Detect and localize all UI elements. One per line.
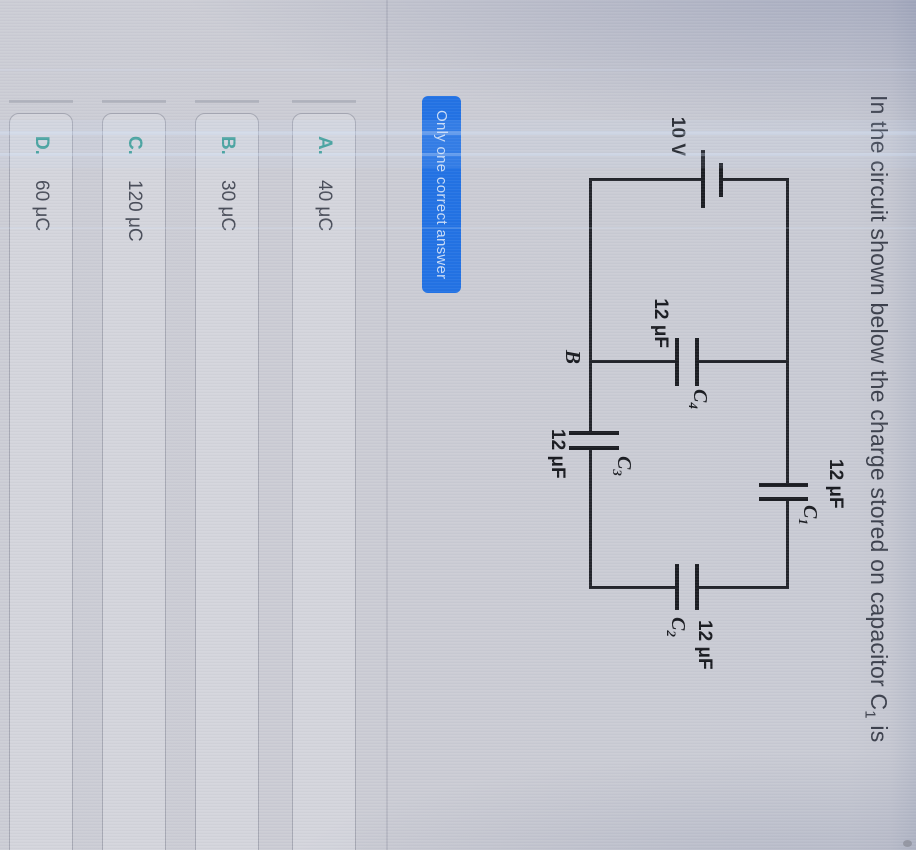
circuit-wire-middle-lower [589,360,677,363]
option-c-tick [102,100,166,103]
circuit-wire-top-right [786,500,789,589]
capacitor-c1-plate-right [759,497,808,501]
capacitor-c4-value-label: 12 μF [650,298,671,348]
c1-subscript: 1 [796,518,811,525]
capacitor-c2-plate-top [695,564,699,610]
option-d-tick [9,100,73,103]
circuit-wire-right-lower [589,586,677,589]
option-b[interactable]: B. 30 μC [195,113,259,850]
capacitor-c3-plate-right [569,446,619,450]
capacitor-c1-plate-left [759,483,808,487]
capacitor-c4-plate-bottom [675,338,679,386]
node-b-label: B [561,350,585,365]
battery-plate-short [719,163,723,197]
option-d[interactable]: D. 60 μC [9,113,73,850]
option-a[interactable]: A. 40 μC [292,113,356,850]
circuit-wire-top-left [786,179,789,484]
capacitor-c2-name-label: C2 [663,617,689,637]
option-b-letter: B. [217,136,238,155]
capacitor-c3-name-label: C3 [609,456,635,476]
c3-symbol: C [613,456,635,470]
circuit-wire-left-upper [721,178,789,181]
option-a-value: 40 μC [314,180,335,232]
battery-plate-long [701,150,705,208]
option-c[interactable]: C. 120 μC [102,113,166,850]
option-a-tick [292,100,356,103]
c2-symbol: C [667,617,689,631]
c1-symbol: C [799,505,821,519]
option-d-letter: D. [31,136,52,155]
circuit-wire-right-upper [697,586,789,589]
capacitor-c4-plate-top [695,338,699,386]
capacitor-c4-name-label: C4 [685,389,711,409]
c4-symbol: C [689,389,711,403]
c4-subscript: 4 [686,402,701,409]
c3-subscript: 3 [610,469,625,476]
circuit-wire-bottom-right [589,450,592,589]
option-d-value: 60 μC [31,180,52,232]
capacitor-c2-plate-bottom [675,564,679,610]
option-a-letter: A. [314,136,335,155]
circuit-wire-bottom-left [589,179,592,433]
capacitor-c1-value-label: 12 μF [825,459,846,509]
option-b-tick [195,100,259,103]
circuit-wire-left-lower [589,178,701,181]
option-c-value: 120 μC [124,180,145,242]
battery-voltage-label: 10 V [667,116,688,156]
c2-subscript: 2 [664,630,679,637]
capacitor-c3-value-label: 12 μF [547,429,568,479]
circuit-wire-middle-upper [697,360,789,363]
capacitor-c2-value-label: 12 μF [694,620,715,670]
answer-type-badge: Only one correct answer [422,96,461,294]
capacitor-c1-name-label: C1 [795,505,821,525]
capacitor-c3-plate-left [569,431,619,435]
section-divider [386,0,388,850]
option-c-letter: C. [124,136,145,155]
option-b-value: 30 μC [217,180,238,232]
